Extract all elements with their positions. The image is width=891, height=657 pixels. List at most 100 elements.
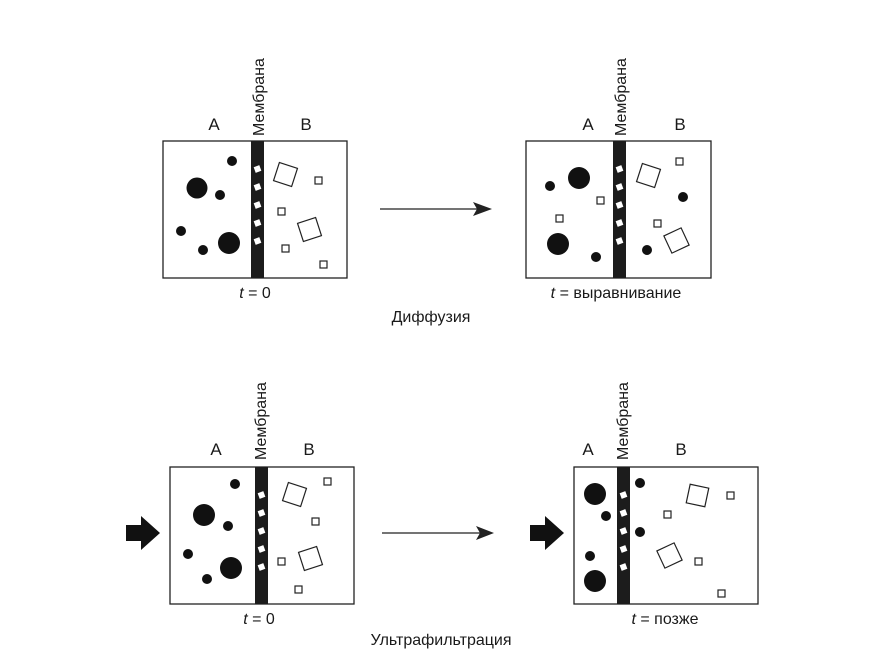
large-square-molecule: [663, 227, 690, 254]
membrane-pore: [253, 237, 262, 245]
membrane-pore: [615, 219, 624, 227]
small-molecule: [585, 551, 595, 561]
membrane-pore: [619, 527, 628, 535]
pressure-arrow-icon: [126, 516, 160, 550]
small-molecule: [198, 245, 208, 255]
small-molecule: [601, 511, 611, 521]
small-molecule: [642, 245, 652, 255]
section-title-diffusion: Диффузия: [392, 309, 471, 326]
section-title-ultrafiltration: Ультрафильтрация: [370, 632, 511, 649]
side-a-particles: [545, 167, 605, 262]
membrane-pore: [619, 509, 628, 517]
small-square-molecule: [281, 244, 290, 253]
membrane-label: Мембрана: [253, 382, 270, 460]
large-molecule: [193, 504, 215, 526]
large-molecule: [186, 177, 208, 199]
membrane-label: Мембрана: [615, 382, 632, 460]
panel-diffusion-equilibrium: A B Мембрана t = выравнивание: [525, 58, 712, 302]
time-caption: t = 0: [243, 611, 275, 628]
side-a-label: A: [210, 440, 222, 459]
membrane: [617, 467, 630, 604]
side-b-particles: [635, 478, 735, 598]
membrane-pore: [257, 491, 266, 499]
membrane-label: Мембрана: [613, 58, 630, 136]
small-square-molecule: [277, 207, 286, 216]
large-molecule: [568, 167, 590, 189]
large-square-molecule: [281, 481, 308, 508]
small-square-molecule: [323, 477, 332, 486]
time-caption: t = 0: [239, 285, 271, 302]
small-square-molecule: [726, 491, 735, 500]
membrane: [255, 467, 268, 604]
small-square-molecule: [319, 260, 328, 269]
side-b-label: B: [300, 115, 311, 134]
large-molecule: [218, 232, 240, 254]
large-square-molecule: [635, 162, 662, 189]
small-molecule: [176, 226, 186, 236]
small-square-molecule: [277, 557, 286, 566]
small-square-molecule: [717, 589, 726, 598]
side-a-particles: [176, 156, 240, 255]
small-square-molecule: [294, 585, 303, 594]
side-b-particles: [277, 477, 332, 594]
large-molecule: [220, 557, 242, 579]
small-molecule: [545, 181, 555, 191]
small-square-molecule: [694, 557, 703, 566]
small-molecule: [227, 156, 237, 166]
small-molecule: [215, 190, 225, 200]
membrane-pore: [619, 491, 628, 499]
small-molecule: [635, 478, 645, 488]
pressure-arrow-icon: [530, 516, 564, 550]
side-b-particles: [272, 161, 328, 269]
membrane-pore: [619, 563, 628, 571]
small-molecule: [635, 527, 645, 537]
side-a-particles: [584, 483, 611, 592]
large-square-molecule: [656, 542, 683, 569]
large-molecule: [547, 233, 569, 255]
membrane-pore: [257, 545, 266, 553]
panel-ultrafiltration-t0: A B Мембрана t = 0: [126, 382, 355, 628]
small-square-molecule: [675, 157, 684, 166]
membrane-pore: [257, 509, 266, 517]
small-molecule: [202, 574, 212, 584]
small-square-molecule: [314, 176, 323, 185]
membrane-pore: [615, 183, 624, 191]
arrowhead-icon: [476, 526, 494, 540]
membrane-pore: [253, 183, 262, 191]
large-molecule: [584, 483, 606, 505]
membrane-pore: [257, 563, 266, 571]
side-a-particles: [183, 479, 242, 584]
small-molecule: [678, 192, 688, 202]
small-molecule: [230, 479, 240, 489]
small-square-molecule: [596, 196, 605, 205]
large-square-molecule: [685, 483, 710, 508]
membrane-pore: [253, 165, 262, 173]
small-square-molecule: [311, 517, 320, 526]
small-square-molecule: [653, 219, 662, 228]
ultrafiltration-process-arrow: [382, 526, 494, 540]
side-a-label: A: [208, 115, 220, 134]
membrane: [251, 141, 264, 278]
vessel-outline: [573, 466, 759, 605]
side-b-label: B: [675, 440, 686, 459]
large-square-molecule: [272, 161, 299, 188]
side-b-label: B: [303, 440, 314, 459]
membrane-pore: [253, 219, 262, 227]
side-b-label: B: [674, 115, 685, 134]
small-molecule: [223, 521, 233, 531]
small-molecule: [591, 252, 601, 262]
side-a-label: A: [582, 440, 594, 459]
membrane: [613, 141, 626, 278]
large-molecule: [584, 570, 606, 592]
membrane-pore: [615, 237, 624, 245]
small-square-molecule: [663, 510, 672, 519]
side-b-particles: [635, 157, 690, 255]
side-a-label: A: [582, 115, 594, 134]
panel-diffusion-t0: A B Мембрана t = 0: [162, 58, 348, 302]
arrowhead-icon: [473, 202, 492, 216]
membrane-pore: [253, 201, 262, 209]
time-caption: t = позже: [631, 611, 698, 628]
membrane-pore: [619, 545, 628, 553]
time-caption: t = выравнивание: [551, 285, 682, 302]
